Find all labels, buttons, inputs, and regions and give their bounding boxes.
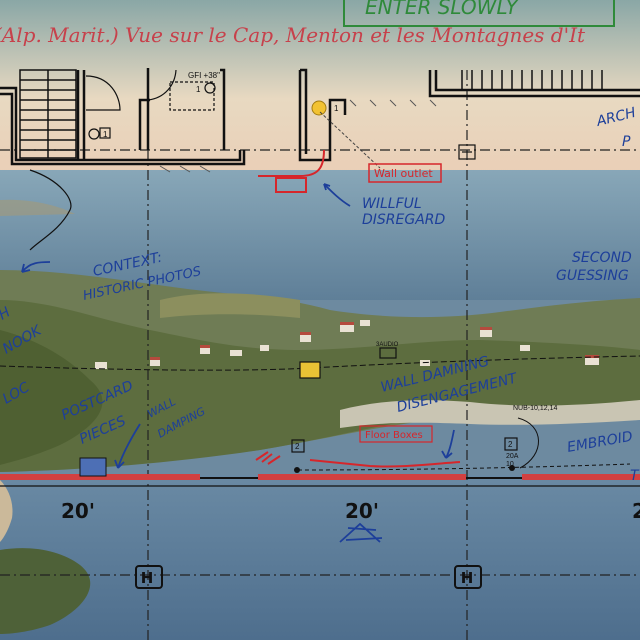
vent-slats — [461, 70, 603, 90]
column-marker-right: H — [461, 569, 474, 587]
panel-box-label: 2 — [508, 440, 513, 449]
audio-label: 3AUDIO — [376, 342, 399, 348]
top-note: ENTER SLOWLY — [365, 0, 520, 19]
wall-hatch — [159, 99, 437, 173]
note-arch-p: P — [622, 134, 631, 150]
hillside-lower — [0, 300, 640, 472]
note-embroid: EMBROID — [566, 429, 634, 456]
village-buildings — [95, 320, 599, 369]
panel-10: 10 — [506, 461, 514, 468]
floor-boxes-label: Floor Boxes — [365, 430, 423, 441]
panel-20a: 20A — [506, 453, 519, 460]
fixture-tag-3: 1 — [334, 104, 339, 113]
circuit-run-2 — [297, 463, 631, 471]
blue-arrows — [21, 183, 455, 543]
rock — [0, 480, 13, 542]
door-swings — [29, 69, 177, 251]
blue-box — [79, 457, 107, 477]
junction-dot-1 — [294, 467, 300, 473]
red-markup — [255, 149, 461, 468]
fixture-leader — [319, 111, 381, 169]
fixture-tag-2: 1 — [103, 130, 108, 139]
note-disregard: DISREGARD — [362, 212, 446, 228]
circuit-label: NUB-10,12,14 — [513, 405, 557, 412]
cape — [0, 199, 75, 216]
column-marker-left: H — [141, 569, 154, 587]
wall-outlet-label: Wall outlet — [374, 167, 433, 180]
stairs — [19, 69, 77, 159]
dimension-right: 2 — [632, 499, 640, 523]
hill-dark — [0, 330, 103, 465]
island — [0, 548, 91, 634]
shoreline — [340, 400, 640, 428]
top-note-box — [343, 0, 615, 27]
note-embroid-t: T — [630, 468, 640, 484]
gfi-label: GFI +38" — [188, 71, 220, 80]
note-second: SECOND — [572, 250, 632, 266]
note-willful: WILLFUL — [362, 196, 422, 212]
note-guessing: GUESSING — [556, 268, 629, 284]
dimension-left: 20' — [61, 499, 95, 523]
circuit-arc — [517, 417, 539, 469]
wall-outlet-box — [368, 163, 442, 183]
plan-walls — [0, 68, 640, 166]
junction-dot-2 — [509, 465, 515, 471]
small-box-label: 2 — [295, 442, 300, 451]
grid-lines — [0, 70, 640, 640]
fixture-tag-1: 1 — [196, 85, 201, 94]
dimension-mid: 20' — [345, 499, 379, 523]
outlet-box — [299, 361, 321, 379]
sea-lower — [0, 475, 640, 640]
village-roofs — [150, 322, 599, 360]
small-box — [291, 439, 305, 453]
floor-boxes-box — [359, 425, 433, 443]
bottom-wall — [0, 474, 640, 487]
ridge — [160, 293, 300, 318]
plan-symbols — [88, 81, 518, 589]
light-fixture — [311, 100, 327, 116]
